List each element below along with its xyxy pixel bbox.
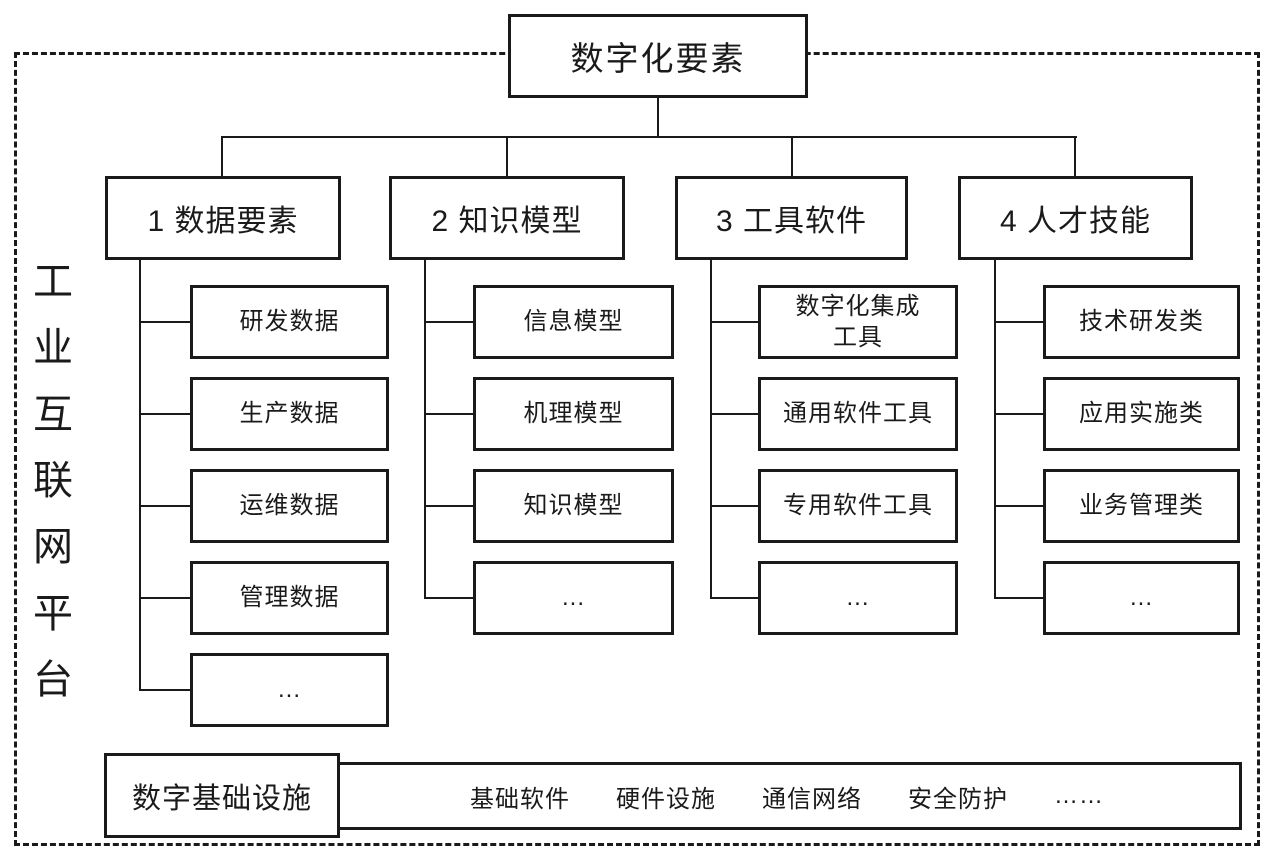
connector-line	[424, 413, 474, 415]
leaf-node-ellipsis: ...	[758, 561, 958, 635]
platform-label-char: 台	[33, 657, 73, 702]
connector-line	[424, 321, 474, 323]
leaf-node: 生产数据	[190, 377, 389, 451]
connector-line	[994, 505, 1044, 507]
leaf-node: 应用实施类	[1043, 377, 1240, 451]
leaf-node: 研发数据	[190, 285, 389, 359]
infrastructure-item-ellipsis: ……	[1054, 782, 1104, 809]
leaf-node-label: 应用实施类	[1079, 400, 1204, 428]
branch-node-label: 4 人才技能	[999, 205, 1152, 238]
connector-line	[994, 321, 1044, 323]
leaf-node-label: ...	[1129, 584, 1153, 612]
connector-line	[994, 597, 1044, 599]
infrastructure-item: 硬件设施	[616, 785, 716, 813]
connector-line	[1074, 136, 1076, 177]
connector-line	[139, 413, 191, 415]
branch-node-talent: 4 人才技能	[958, 176, 1193, 260]
connector-line	[424, 505, 474, 507]
leaf-node-label: 信息模型	[523, 308, 624, 336]
platform-label-char: 网	[33, 525, 73, 570]
branch-node-knowledge: 2 知识模型	[389, 176, 625, 260]
leaf-node-label: 研发数据	[239, 308, 340, 336]
platform-label-char: 工	[33, 260, 73, 304]
infrastructure-title: 数字基础设施	[104, 753, 340, 838]
leaf-node: 业务管理类	[1043, 469, 1240, 543]
leaf-node-label: 数字化集成 工具	[795, 292, 921, 351]
leaf-node-label: 知识模型	[523, 492, 624, 520]
leaf-node: 管理数据	[190, 561, 389, 635]
leaf-node-ellipsis: ...	[473, 561, 674, 635]
leaf-node: 信息模型	[473, 285, 674, 359]
connector-line	[139, 689, 191, 691]
leaf-node-ellipsis: ...	[190, 653, 389, 727]
infrastructure-items: 基础软件 硬件设施 通信网络 安全防护 ……	[335, 765, 1239, 827]
leaf-node: 运维数据	[190, 469, 389, 543]
connector-line	[710, 505, 759, 507]
leaf-node: 机理模型	[473, 377, 674, 451]
infrastructure-item: 基础软件	[470, 785, 570, 813]
infrastructure-item: 安全防护	[908, 785, 1008, 813]
infrastructure-title-label: 数字基础设施	[131, 782, 312, 815]
connector-line	[710, 597, 759, 599]
platform-label: 工 业 互 联 网 平 台	[24, 262, 82, 700]
branch-node-tools: 3 工具软件	[675, 176, 908, 260]
connector-line	[506, 136, 508, 177]
leaf-node-label: ...	[277, 676, 301, 704]
connector-line	[139, 321, 191, 323]
leaf-node-label: 专用软件工具	[783, 492, 933, 520]
platform-label-char: 平	[33, 591, 73, 636]
leaf-node-label: 业务管理类	[1079, 492, 1204, 520]
leaf-node-label: 生产数据	[239, 400, 340, 428]
leaf-node: 通用软件工具	[758, 377, 958, 451]
infrastructure-item: 通信网络	[762, 785, 862, 813]
connector-line	[221, 136, 223, 177]
leaf-node-label: 运维数据	[239, 492, 340, 520]
leaf-node: 技术研发类	[1043, 285, 1240, 359]
connector-line	[994, 413, 1044, 415]
leaf-node-label: ...	[561, 584, 585, 612]
branch-node-data: 1 数据要素	[105, 176, 341, 260]
infrastructure-bar: 基础软件 硬件设施 通信网络 安全防护 ……	[332, 762, 1242, 830]
connector-line	[791, 136, 793, 177]
root-node: 数字化要素	[508, 14, 808, 98]
branch-node-label: 3 工具软件	[715, 205, 868, 238]
leaf-node-ellipsis: ...	[1043, 561, 1240, 635]
connector-line	[657, 98, 659, 137]
root-node-label: 数字化要素	[570, 40, 746, 77]
leaf-node-label: 通用软件工具	[783, 400, 933, 428]
connector-line	[139, 258, 141, 691]
connector-line	[710, 258, 712, 599]
leaf-node-label: 机理模型	[523, 400, 624, 428]
branch-node-label: 1 数据要素	[147, 205, 299, 238]
leaf-node-label: ...	[846, 584, 870, 612]
connector-line	[424, 258, 426, 599]
platform-label-char: 联	[33, 458, 73, 503]
connector-line	[139, 505, 191, 507]
branch-node-label: 2 知识模型	[431, 205, 583, 238]
connector-line	[710, 321, 759, 323]
leaf-node: 数字化集成 工具	[758, 285, 958, 359]
connector-line	[424, 597, 474, 599]
connector-line	[994, 258, 996, 599]
connector-line	[710, 413, 759, 415]
leaf-node: 知识模型	[473, 469, 674, 543]
platform-label-char: 互	[33, 392, 73, 437]
leaf-node: 专用软件工具	[758, 469, 958, 543]
connector-line	[139, 597, 191, 599]
leaf-node-label: 管理数据	[239, 584, 340, 612]
connector-line	[221, 136, 1077, 138]
platform-label-char: 业	[33, 326, 73, 371]
leaf-node-label: 技术研发类	[1079, 308, 1204, 336]
